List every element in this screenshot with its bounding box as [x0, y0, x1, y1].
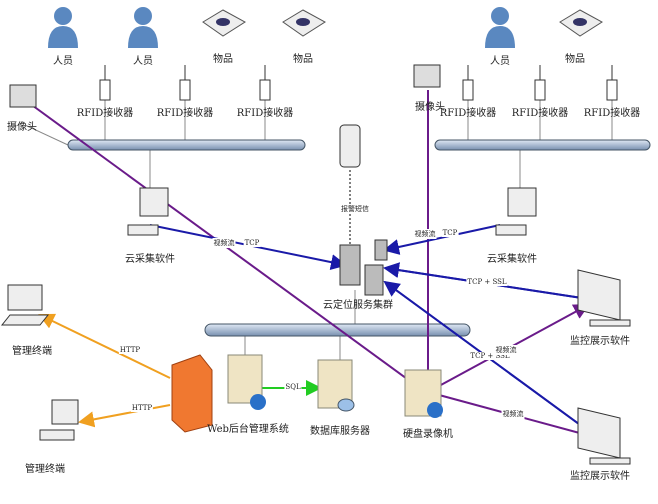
- sms-link-label: 报警短信: [340, 204, 370, 214]
- phone-icon: [339, 124, 361, 168]
- rfid-label: RFID接收器: [156, 108, 214, 119]
- collector-right-link: [383, 224, 501, 255]
- http-link-label: HTTP: [130, 404, 154, 412]
- monitor-icons: [577, 269, 631, 465]
- http-link-desktop: [78, 404, 171, 428]
- terminal-label: 管理终端: [12, 346, 52, 357]
- tcp-link-label: TCP: [441, 229, 459, 237]
- rfid-label: RFID接收器: [511, 108, 569, 119]
- http-link-label: HTTP: [118, 346, 142, 354]
- tcpssl-link-label: TCP + SSL: [469, 352, 511, 360]
- web-label: Web后台管理系统: [207, 424, 289, 435]
- globe-icon: [250, 394, 266, 410]
- person-label: 人员: [133, 56, 153, 67]
- core-network-bus: [204, 323, 471, 337]
- person-label: 人员: [490, 56, 510, 67]
- video-link-label: 视频流: [212, 238, 236, 248]
- video-link-label: 视频流: [413, 229, 437, 239]
- person-label: 人员: [53, 56, 73, 67]
- camera-label: 摄像头: [415, 102, 445, 113]
- tcp-link-label: TCP: [243, 239, 261, 247]
- monitor-label: 监控展示软件: [570, 336, 630, 347]
- globe-icon: [427, 402, 443, 418]
- item-label: 物品: [213, 54, 233, 65]
- camera-label: 摄像头: [7, 122, 37, 133]
- database-icon: [337, 398, 355, 412]
- collector-label: 云采集软件: [125, 254, 175, 265]
- dvr-label: 硬盘录像机: [403, 429, 453, 440]
- http-link-laptop: [38, 313, 171, 379]
- cluster-label: 云定位服务集群: [323, 300, 393, 311]
- sql-link-label: SQL: [284, 383, 302, 391]
- left-network-bus: [67, 139, 306, 151]
- terminal-label: 管理终端: [25, 464, 65, 475]
- item-icons: [202, 9, 603, 37]
- rfid-label: RFID接收器: [439, 108, 497, 119]
- firewall-icon: [171, 354, 213, 433]
- rfid-label: RFID接收器: [236, 108, 294, 119]
- app-server-icons: [227, 354, 442, 417]
- camera-icon: [9, 84, 37, 108]
- db-label: 数据库服务器: [310, 426, 370, 437]
- right-network-bus: [434, 139, 651, 151]
- camera-icon: [413, 64, 441, 88]
- tcpssl-link-label: TCP + SSL: [466, 278, 508, 286]
- collector-label: 云采集软件: [487, 254, 537, 265]
- person-icons: [48, 7, 515, 48]
- item-label: 物品: [293, 54, 313, 65]
- server-icons: [339, 239, 388, 296]
- rfid-antenna-icons: [99, 65, 618, 101]
- video-link-label: 视频流: [501, 409, 525, 419]
- computer-icons: [0, 187, 537, 441]
- rfid-label: RFID接收器: [583, 108, 641, 119]
- rfid-label: RFID接收器: [76, 108, 134, 119]
- video-link-label: 视频流: [494, 345, 518, 355]
- item-label: 物品: [565, 54, 585, 65]
- monitor-label: 监控展示软件: [570, 471, 630, 482]
